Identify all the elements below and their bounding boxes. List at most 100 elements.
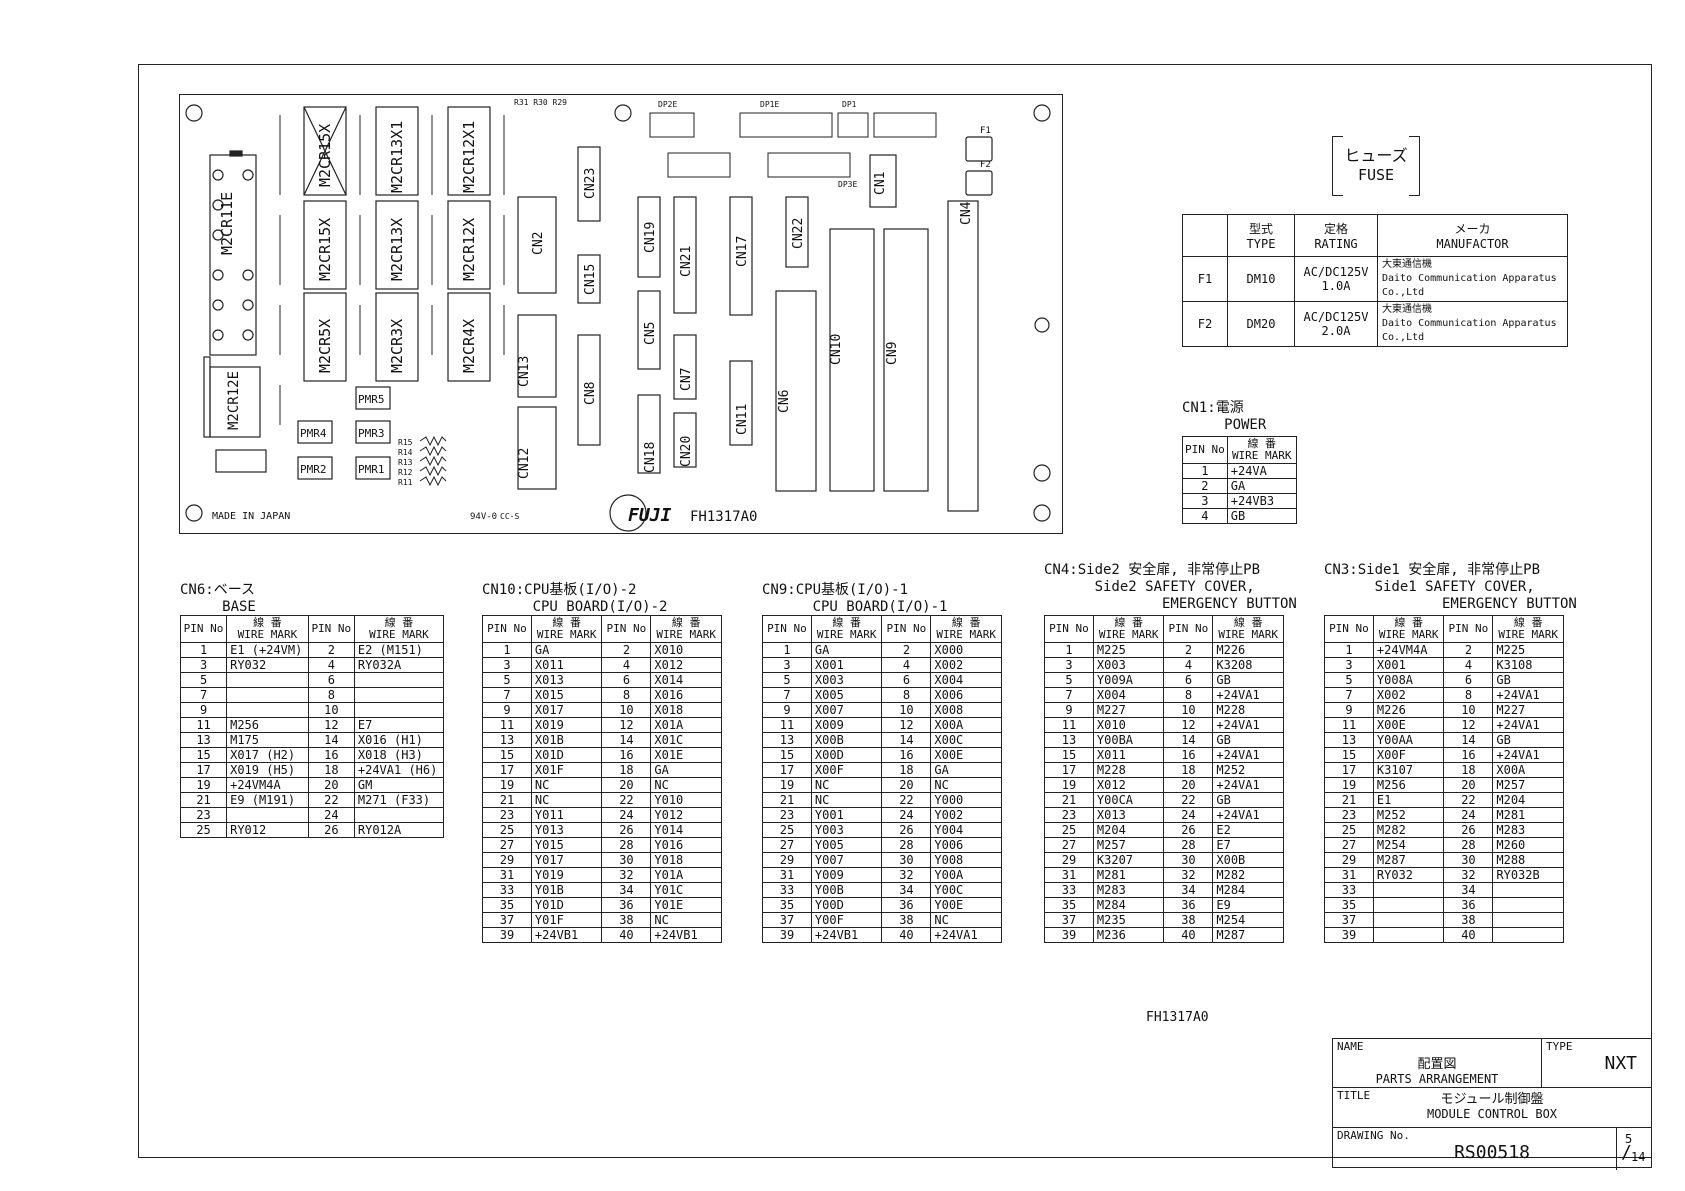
wire-cell: M284 — [1212, 882, 1284, 898]
pin-cell: 12 — [1163, 717, 1214, 733]
wire-cell: M226 — [1372, 702, 1445, 718]
pin-cell: 1 — [1044, 642, 1094, 658]
wire-cell: K3208 — [1212, 657, 1284, 673]
pin-cell: 21 — [179, 792, 228, 808]
pin-cell: 6 — [1163, 672, 1214, 688]
pin-cell: 7 — [1044, 687, 1094, 703]
pin-cell: 12 — [881, 717, 932, 733]
wire-cell: NC — [930, 912, 1002, 928]
wire-cell: GB — [1492, 672, 1564, 688]
pin-cell: 13 — [1044, 732, 1094, 748]
wire-cell: E9 — [1212, 897, 1284, 913]
wire-cell: +24VA1 — [930, 927, 1002, 943]
relay-grid — [303, 106, 491, 382]
pin-cell: 29 — [482, 852, 532, 868]
wire-cell: +24VB1 — [810, 927, 883, 943]
pin-cell: 31 — [1324, 867, 1374, 883]
pin-cell: 40 — [1443, 927, 1494, 943]
svg-text:CN9: CN9 — [885, 342, 900, 365]
wire-cell: X012 — [1092, 777, 1165, 793]
pin-cell: 21 — [1324, 792, 1374, 808]
wire-cell: Y00F — [810, 912, 883, 928]
svg-text:CN19: CN19 — [643, 222, 658, 253]
pin-cell: 35 — [762, 897, 812, 913]
pin-cell: 15 — [1044, 747, 1094, 763]
pin-cell: 28 — [1163, 837, 1214, 853]
pin-cell: 36 — [601, 897, 652, 913]
wire-cell: X018 (H3) — [353, 747, 445, 763]
pin-table-title: CN3:Side1 安全扉, 非常停止PB Side1 SAFETY COVER… — [1324, 562, 1577, 612]
pin-cell: 14 — [881, 732, 932, 748]
wire-cell: X00F — [1372, 747, 1445, 763]
wire-cell: X013 — [1092, 807, 1165, 823]
pin-cell: 25 — [482, 822, 532, 838]
wire-cell: X002 — [1372, 687, 1445, 703]
pin-cell: 2 — [307, 642, 355, 658]
wire-cell: M254 — [1212, 912, 1284, 928]
pin-cell: 18 — [1443, 762, 1494, 778]
wire-cell: X013 — [530, 672, 603, 688]
cn1-title: CN1:電源 POWER — [1182, 400, 1267, 433]
wire-cell — [1372, 927, 1445, 943]
header-pin: PIN No — [1443, 615, 1494, 643]
wire-cell: M287 — [1372, 852, 1445, 868]
pin-cell: 9 — [1044, 702, 1094, 718]
pin-cell: 39 — [1324, 927, 1374, 943]
wire-cell — [353, 702, 445, 718]
wire-cell: M235 — [1092, 912, 1165, 928]
pin-cell: 38 — [601, 912, 652, 928]
wire-cell: M281 — [1492, 807, 1564, 823]
pin-cell: 6 — [307, 672, 355, 688]
wire-cell: Y01E — [650, 897, 722, 913]
wire-cell: NC — [810, 792, 883, 808]
wire-cell — [226, 672, 309, 688]
wire-cell: X008 — [930, 702, 1002, 718]
wire-cell: +24VB1 — [530, 927, 603, 943]
header-pin: PIN No — [1163, 615, 1214, 643]
mount-hole — [1033, 464, 1051, 482]
wire-cell: RY012 — [226, 822, 309, 838]
pin-cell: 40 — [881, 927, 932, 943]
wire-cell: E2 — [1212, 822, 1284, 838]
pin-cell: 10 — [601, 702, 652, 718]
pin-cell: 19 — [1324, 777, 1374, 793]
pin-cell: 4 — [307, 657, 355, 673]
wire-cell: E9 (M191) — [226, 792, 309, 808]
pin-cell: 11 — [1044, 717, 1094, 733]
pin-cell: 14 — [307, 732, 355, 748]
pin-cell: 8 — [1443, 687, 1494, 703]
wire-cell: NC — [930, 777, 1002, 793]
header-pin: PIN No — [881, 615, 932, 643]
pin-cell: 38 — [881, 912, 932, 928]
pin-cell: 20 — [1443, 777, 1494, 793]
svg-text:CN10: CN10 — [829, 334, 844, 365]
pcb-artwork: M2CR11E M2CR12E M2CR15X M2CR13X1 M2CR12X… — [185, 98, 1051, 532]
wire-cell — [1372, 897, 1445, 913]
wire-cell: X01D — [530, 747, 603, 763]
pin-cell: 16 — [1443, 747, 1494, 763]
pin-cell: 23 — [482, 807, 532, 823]
pin-cell: 31 — [762, 867, 812, 883]
wire-cell: Y008 — [930, 852, 1002, 868]
wire-cell: X016 — [650, 687, 722, 703]
svg-text:DP1: DP1 — [842, 100, 857, 109]
pin-cell: 33 — [1044, 882, 1094, 898]
pin-cell: 10 — [1163, 702, 1214, 718]
pin-cell: 19 — [179, 777, 228, 793]
